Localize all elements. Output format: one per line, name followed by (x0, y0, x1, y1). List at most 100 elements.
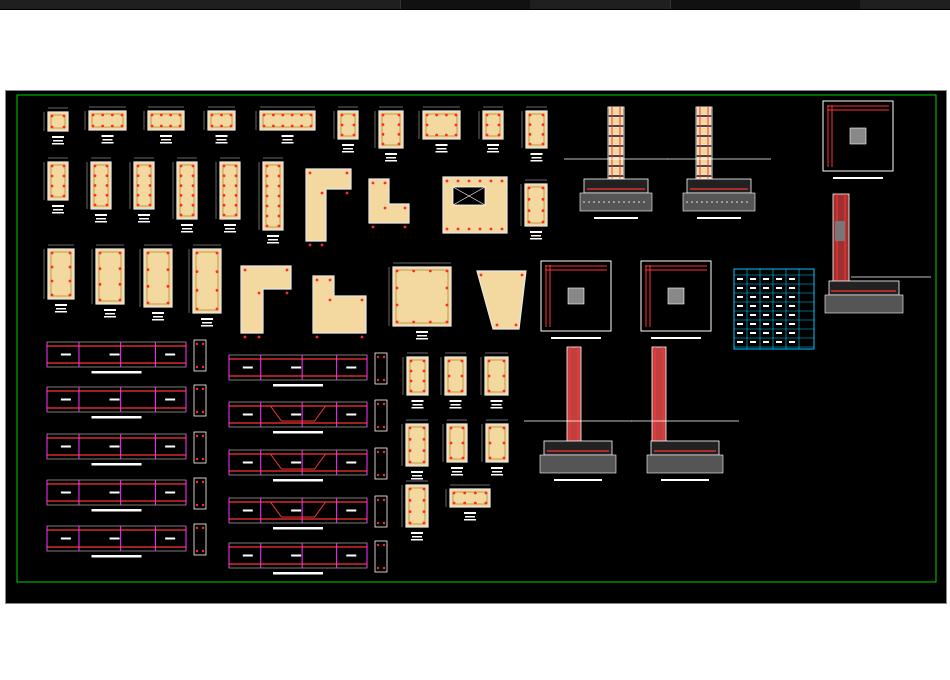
section-label (449, 407, 462, 409)
section-label (101, 135, 114, 137)
rebar (98, 282, 102, 286)
section-label (531, 235, 541, 237)
base-layer (539, 454, 617, 474)
section-label (104, 316, 116, 318)
section-label (451, 474, 463, 476)
rebar (497, 113, 501, 117)
section-label (181, 224, 193, 226)
top-toolbar-strip (0, 0, 950, 9)
section-label (55, 304, 67, 306)
column-section (43, 244, 75, 313)
beam-label (165, 445, 176, 448)
rebar (527, 220, 531, 224)
footing-plan (640, 260, 712, 339)
stirrup (91, 113, 124, 128)
masonry-block (608, 106, 624, 116)
rebar (50, 251, 54, 255)
rebar (195, 387, 199, 391)
section-label (139, 218, 149, 220)
rebar (290, 113, 294, 117)
table-cell-text (750, 314, 756, 316)
rebar (234, 194, 238, 197)
section-label (95, 214, 107, 216)
rebar (382, 450, 386, 454)
beam-label (242, 509, 253, 512)
section-label (138, 214, 150, 216)
rebar (382, 473, 386, 477)
masonry-block (608, 166, 624, 176)
rebar (265, 194, 269, 198)
section-label (487, 144, 499, 146)
rebar (382, 378, 386, 382)
beam-elevation (46, 523, 207, 558)
column-section (203, 106, 236, 144)
rebar (467, 179, 471, 183)
gravel (603, 201, 605, 203)
section-label (281, 142, 294, 144)
section-outline (449, 488, 491, 508)
table-cell-text (750, 296, 756, 298)
rebar (488, 426, 492, 430)
table-cell-text (737, 278, 743, 280)
rebar (528, 123, 532, 127)
rebar (234, 184, 238, 187)
cad-drawing[interactable] (6, 91, 946, 603)
rebar (195, 410, 199, 414)
rebar (50, 184, 54, 188)
toolbar-segment (600, 0, 671, 9)
drawing-viewport[interactable] (5, 90, 947, 604)
section-label (201, 325, 213, 327)
column-section (481, 419, 509, 476)
beam-section (374, 540, 388, 573)
section-label (491, 474, 503, 476)
masonry-block (608, 116, 624, 126)
section-label (435, 151, 448, 153)
rebar (408, 498, 412, 502)
rebar (422, 359, 426, 363)
rebar (118, 267, 122, 271)
rebar (473, 501, 477, 505)
beam-section (374, 399, 388, 432)
beam-title (91, 416, 142, 419)
section-label (56, 308, 66, 310)
rebar (376, 355, 380, 359)
section-label (412, 404, 423, 406)
rebar (215, 270, 219, 274)
rebar (229, 124, 233, 128)
footing-elevation (631, 346, 739, 481)
rebar (62, 114, 66, 118)
rebar (454, 113, 458, 117)
beam-label (165, 491, 176, 494)
beam-label (165, 537, 176, 540)
rebar (105, 164, 109, 168)
section-label (342, 144, 354, 146)
beam-section (193, 431, 207, 464)
rebar (191, 203, 195, 207)
rebar (222, 194, 226, 197)
rebar (234, 164, 238, 168)
rebar (195, 288, 199, 292)
plan-title (651, 337, 701, 339)
section-label (282, 139, 293, 141)
table-cell-text (776, 278, 782, 280)
section-label (182, 228, 192, 230)
gravel (706, 201, 708, 203)
table-cell-text (750, 287, 756, 289)
rebar (422, 449, 426, 453)
rebar (478, 179, 482, 183)
stirrup (408, 426, 426, 464)
section-label (55, 311, 67, 313)
rebar (460, 389, 464, 393)
masonry-block (608, 146, 624, 156)
section-label (385, 153, 397, 155)
beam-label (60, 491, 71, 494)
masonry-block (608, 126, 624, 136)
table-cell-text (763, 323, 769, 325)
rebar (50, 125, 54, 129)
beam-label (242, 461, 253, 464)
section-label (530, 160, 543, 162)
section-label (411, 400, 424, 402)
rebar (422, 369, 426, 373)
section-label (465, 516, 475, 518)
rebar (281, 124, 285, 128)
